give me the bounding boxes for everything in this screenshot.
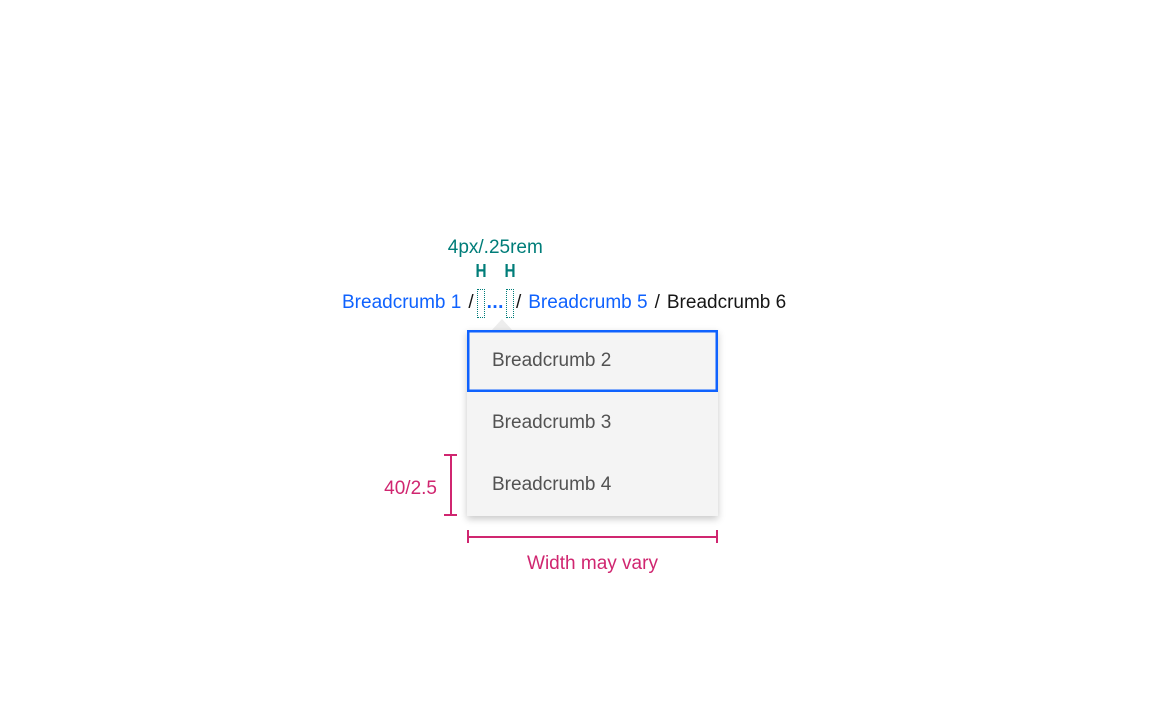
spacing-strip-left: H (475, 262, 486, 318)
menu-width-bracket (467, 530, 718, 543)
breadcrumb-separator: / (468, 292, 474, 313)
spacing-strip-right: H (504, 262, 515, 318)
breadcrumb-separator: / (654, 292, 660, 313)
breadcrumb-overflow-menu: Breadcrumb 2 Breadcrumb 3 Breadcrumb 4 (467, 330, 718, 516)
item-height-bracket (444, 454, 457, 516)
overflow-menu-item-breadcrumb-3[interactable]: Breadcrumb 3 (492, 412, 612, 433)
breadcrumb-current-page: Breadcrumb 6 (666, 292, 787, 313)
menu-width-annotation-label: Width may vary (527, 553, 658, 574)
measure-marker-left-icon: H (475, 260, 487, 281)
breadcrumb: Breadcrumb 1 / 4px/.25rem H ... H / Brea… (342, 237, 787, 318)
item-height-annotation-label: 40/2.5 (384, 478, 437, 499)
overflow-menu-caret-icon (491, 319, 513, 331)
measure-marker-right-icon: H (504, 260, 516, 281)
breadcrumb-link-1[interactable]: Breadcrumb 1 (342, 292, 462, 313)
overflow-menu-item-breadcrumb-4[interactable]: Breadcrumb 4 (492, 474, 612, 495)
spacing-annotation-label: 4px/.25rem (447, 237, 543, 258)
breadcrumb-link-5[interactable]: Breadcrumb 5 (528, 292, 648, 313)
breadcrumb-overflow-group: 4px/.25rem H ... H (448, 237, 543, 318)
breadcrumb-separator: / (515, 292, 522, 313)
breadcrumb-overflow-trigger[interactable]: ... (486, 292, 504, 313)
overflow-menu-item-breadcrumb-2[interactable]: Breadcrumb 2 (467, 330, 718, 392)
